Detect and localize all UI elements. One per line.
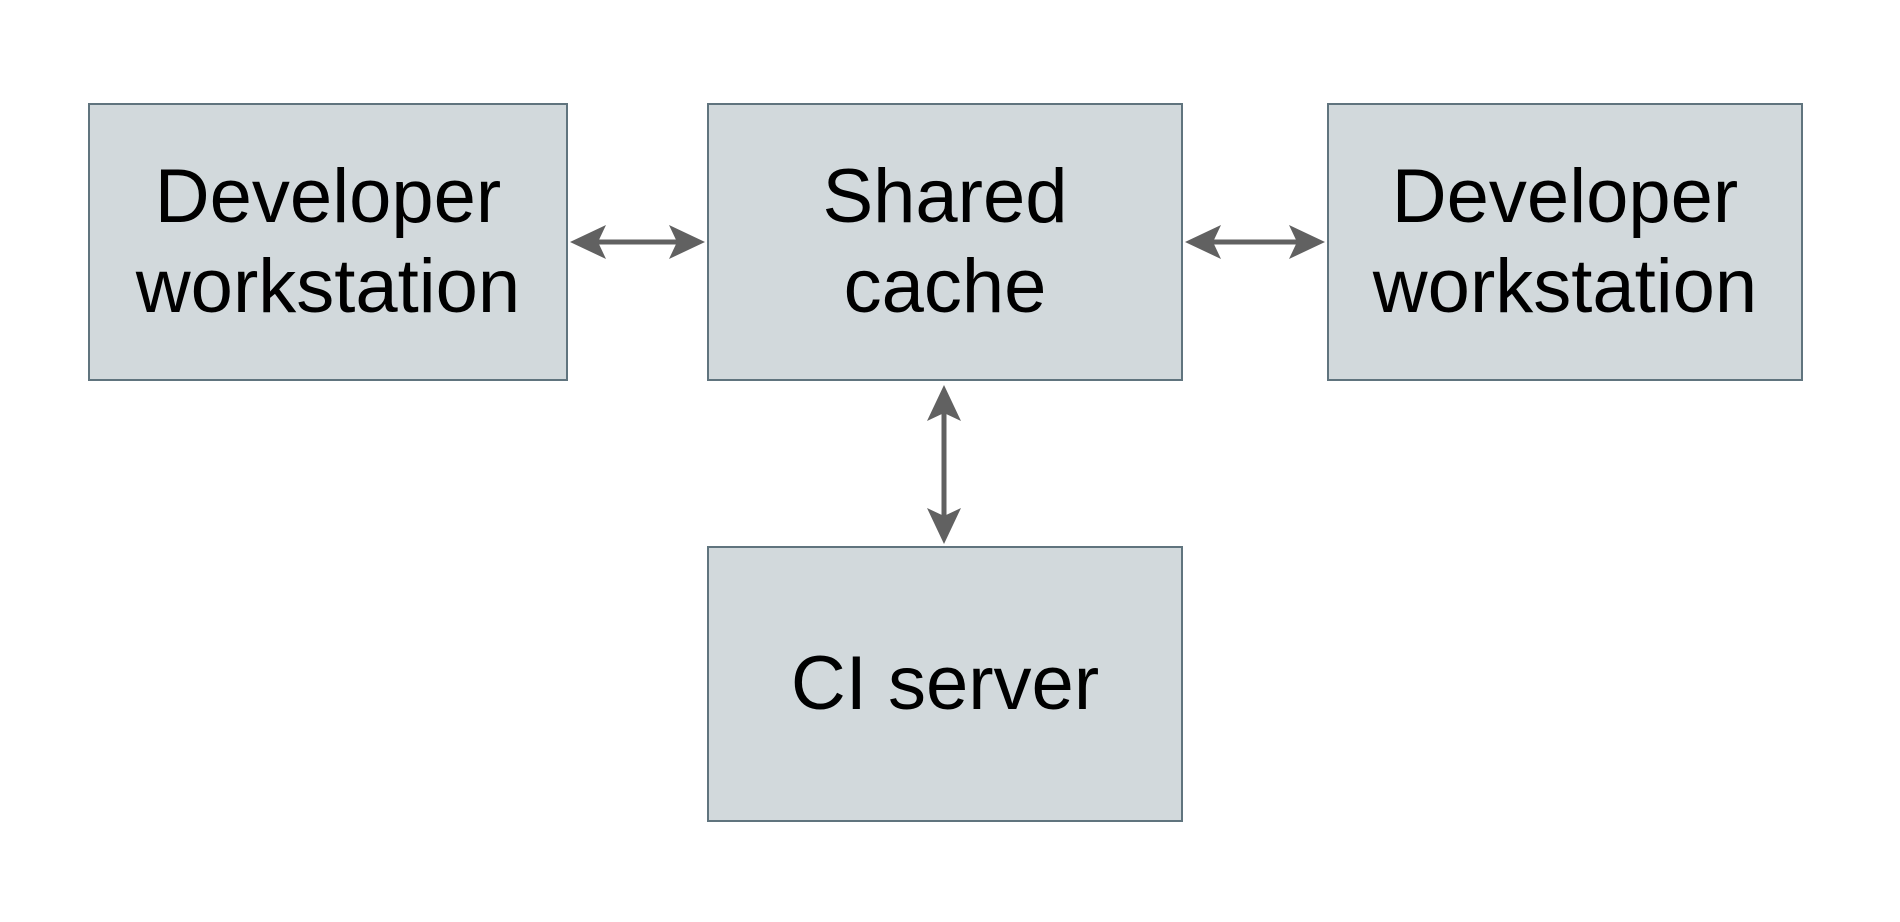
node-label: Shared cache <box>822 154 1068 329</box>
node-label: CI server <box>790 641 1100 726</box>
bidirectional-arrow-cache-right <box>1185 225 1325 259</box>
node-developer-workstation-left: Developer workstation <box>88 103 568 381</box>
node-shared-cache: Shared cache <box>707 103 1183 381</box>
bidirectional-arrow-left-cache <box>570 225 705 259</box>
node-label: Developer workstation <box>1372 154 1758 329</box>
node-developer-workstation-right: Developer workstation <box>1327 103 1803 381</box>
bidirectional-arrow-cache-ci <box>927 385 961 544</box>
node-ci-server: CI server <box>707 546 1183 822</box>
node-label: Developer workstation <box>135 154 521 329</box>
